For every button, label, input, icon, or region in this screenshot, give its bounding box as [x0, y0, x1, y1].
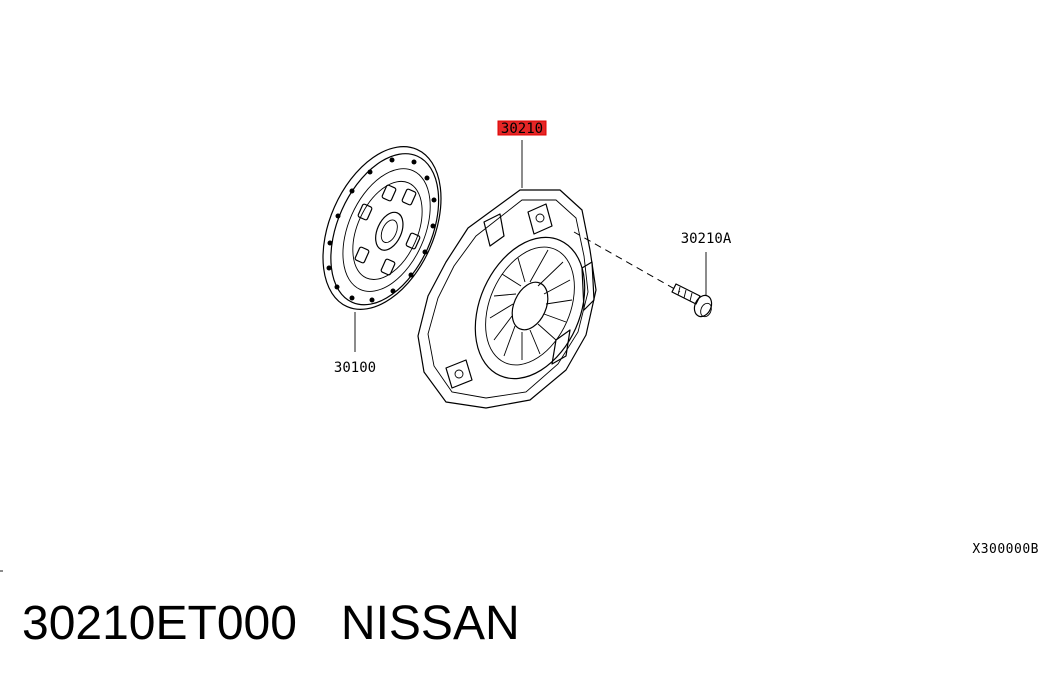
callout-30210a: 30210A	[681, 231, 732, 247]
footer-title: 30210ET000 NISSAN	[22, 596, 520, 651]
bolt-alignment-line	[573, 231, 681, 293]
brand-name: NISSAN	[340, 597, 520, 650]
clutch-disc-springs	[354, 184, 421, 276]
highlight-box	[497, 120, 547, 136]
bolt-drawing	[671, 283, 713, 318]
part-number: 30210ET000	[22, 597, 297, 650]
callout-30100: 30100	[334, 360, 376, 376]
pressure-plate-drawing	[417, 189, 597, 409]
callout-30210: 30210	[501, 121, 543, 137]
clutch-disc-rivets	[326, 157, 437, 303]
diagram-code: X300000B	[972, 542, 1039, 557]
clutch-disc-drawing	[322, 146, 442, 310]
clutch-exploded-diagram: 30210 30210A 30100	[0, 120, 732, 572]
